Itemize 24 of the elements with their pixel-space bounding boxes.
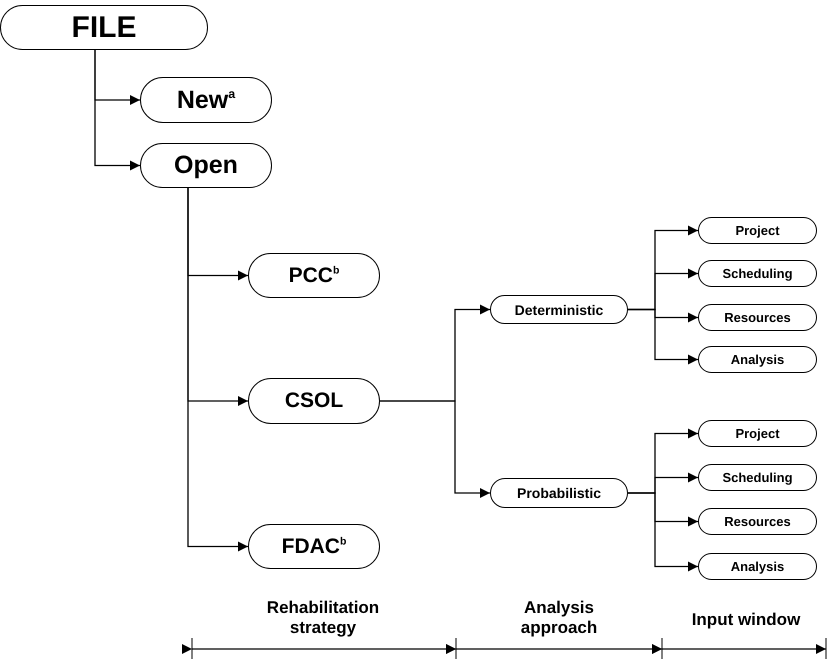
arrow [187, 188, 248, 552]
rounded-box: Analysis [698, 553, 817, 580]
rounded-box: Analysis [698, 346, 817, 373]
dimension-label: Input window [690, 610, 802, 630]
rounded-box: Project [698, 420, 817, 447]
rounded-box: FDAC$^{b}$ [248, 524, 380, 569]
arrow [94, 50, 140, 170]
dimension-label: Rehabilitation strategy [266, 598, 380, 638]
rounded-box: Scheduling [698, 260, 817, 287]
arrow [380, 400, 490, 498]
rounded-box: Resources [698, 508, 817, 535]
arrow [628, 308, 698, 364]
rounded-box: Open [140, 143, 272, 188]
rounded-box: PCC$^{b}$ [248, 253, 380, 298]
rounded-box: Project [698, 217, 817, 244]
dimension-label: Analysis approach [520, 598, 598, 638]
rounded-box: Resources [698, 304, 817, 331]
arrow [628, 492, 698, 572]
rounded-box: Probabilistic [490, 478, 628, 508]
rounded-box: Deterministic [490, 295, 628, 324]
rounded-box: FILE [0, 5, 208, 50]
rounded-box: Scheduling [698, 464, 817, 491]
rounded-box: New$^{a}$ [140, 77, 272, 123]
rounded-box: CSOL [248, 378, 380, 424]
